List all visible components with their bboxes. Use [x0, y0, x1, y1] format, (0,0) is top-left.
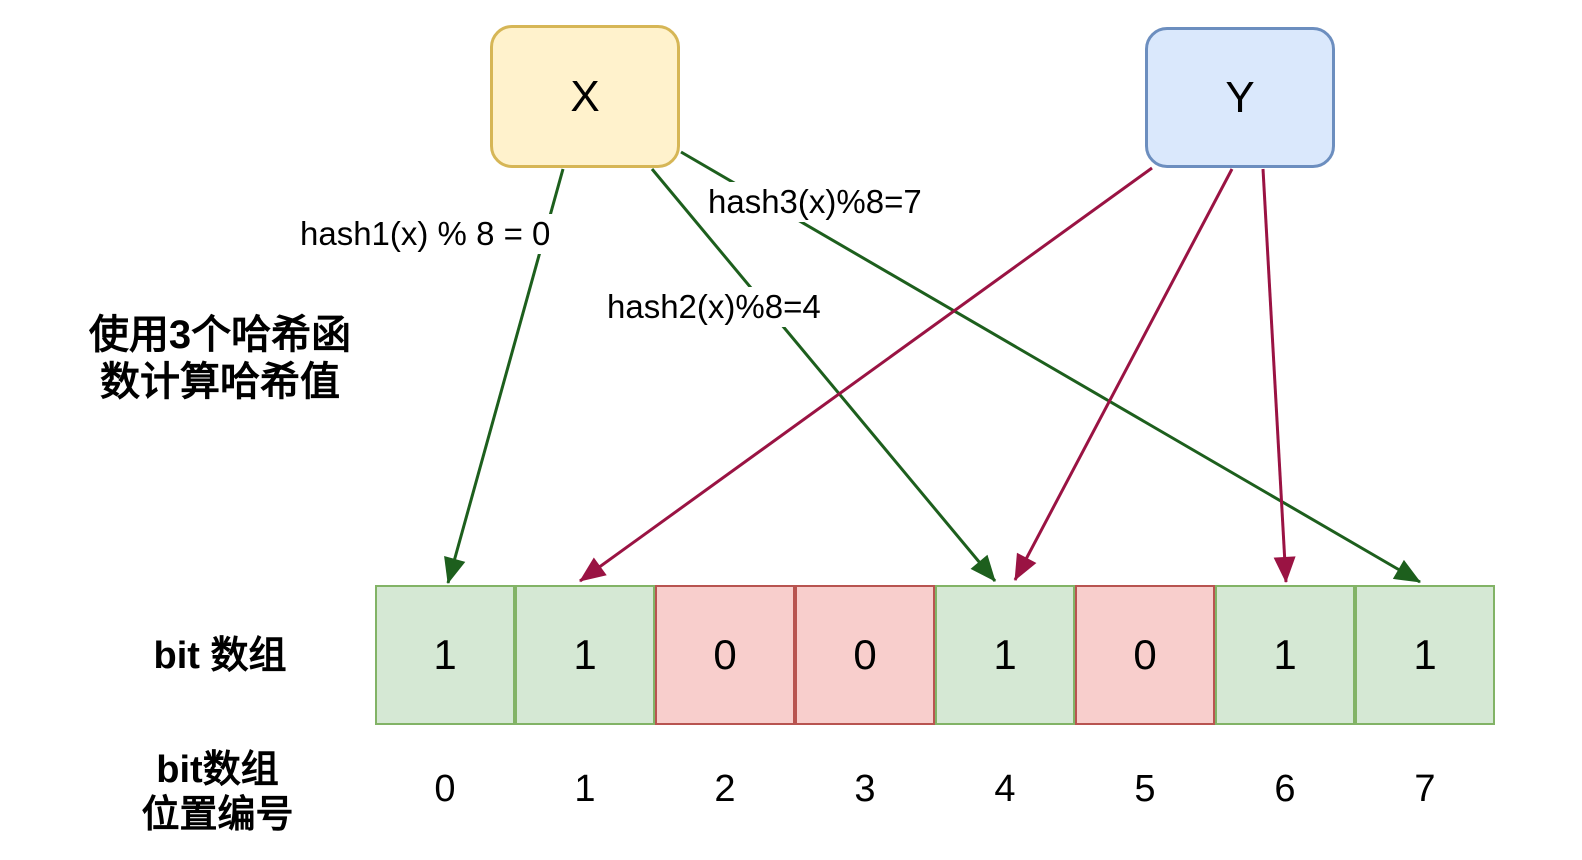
bit-cell-2: 0: [655, 585, 795, 725]
arrow-y-hash-to-bit6: [1261, 168, 1296, 583]
position-index-3: 3: [854, 768, 876, 810]
bit-cell-3: 0: [795, 585, 935, 725]
arrow-y-hash-to-bit1: [579, 166, 1153, 583]
position-index-2: 2: [714, 768, 736, 810]
arrow-x-hash3-to-bit7: [680, 150, 1421, 584]
hash-label-hash2: hash2(x)%8=4: [602, 287, 826, 327]
position-index-6: 6: [1274, 768, 1296, 810]
bit-array-position-label-line2: 位置编号: [141, 793, 294, 836]
position-index-1: 1: [574, 768, 596, 810]
node-x: X: [490, 25, 680, 168]
bit-cell-7: 1: [1355, 585, 1495, 725]
position-index-0: 0: [434, 768, 456, 810]
position-index-4: 4: [994, 768, 1016, 810]
position-index-7: 7: [1414, 768, 1436, 810]
bit-cell-0: 1: [375, 585, 515, 725]
hash-label-hash1: hash1(x) % 8 = 0: [295, 214, 556, 254]
bit-cell-6: 1: [1215, 585, 1355, 725]
hash-function-note-line1: 使用3个哈希函: [88, 313, 352, 357]
hash-function-note: 使用3个哈希函 数计算哈希值: [55, 312, 385, 406]
bit-cell-1: 1: [515, 585, 655, 725]
node-y: Y: [1145, 27, 1335, 168]
bit-array-label: bit 数组: [153, 635, 287, 677]
arrow-y-hash-to-bit4: [1013, 168, 1234, 581]
position-index-5: 5: [1134, 768, 1156, 810]
bit-array-position-label-line1: bit数组: [156, 749, 279, 791]
arrow-x-hash2-to-bit4: [650, 168, 997, 582]
bit-cell-4: 1: [935, 585, 1075, 725]
hash-label-hash3: hash3(x)%8=7: [703, 182, 927, 222]
hash-function-note-line2: 数计算哈希值: [100, 360, 340, 405]
bit-array-position-label: bit数组 位置编号: [85, 748, 350, 838]
bit-cell-5: 0: [1075, 585, 1215, 725]
